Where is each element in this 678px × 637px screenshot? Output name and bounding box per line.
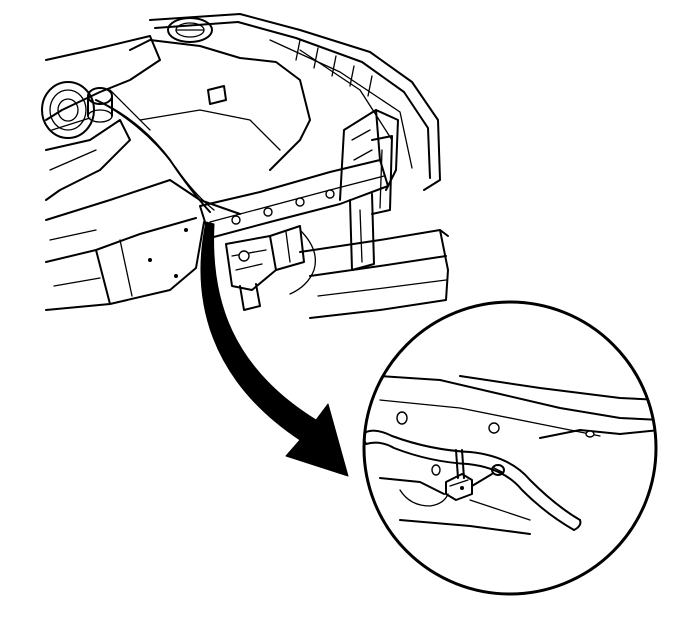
bumper-beam [299, 229, 449, 319]
detail-magnifier [362, 300, 658, 596]
vehicle-front-structure [41, 13, 449, 319]
strut-tower [87, 87, 113, 123]
latch-assembly [225, 225, 317, 311]
radiator-support [199, 159, 389, 239]
support-pillar [339, 109, 399, 271]
zoom-pointer-arrow [200, 221, 349, 477]
wheel-housing [41, 35, 161, 201]
harness-retainer-clip [445, 449, 473, 501]
cowl-cap [167, 17, 213, 43]
left-frame-rail [45, 179, 241, 311]
fastener-bolt [471, 464, 505, 487]
